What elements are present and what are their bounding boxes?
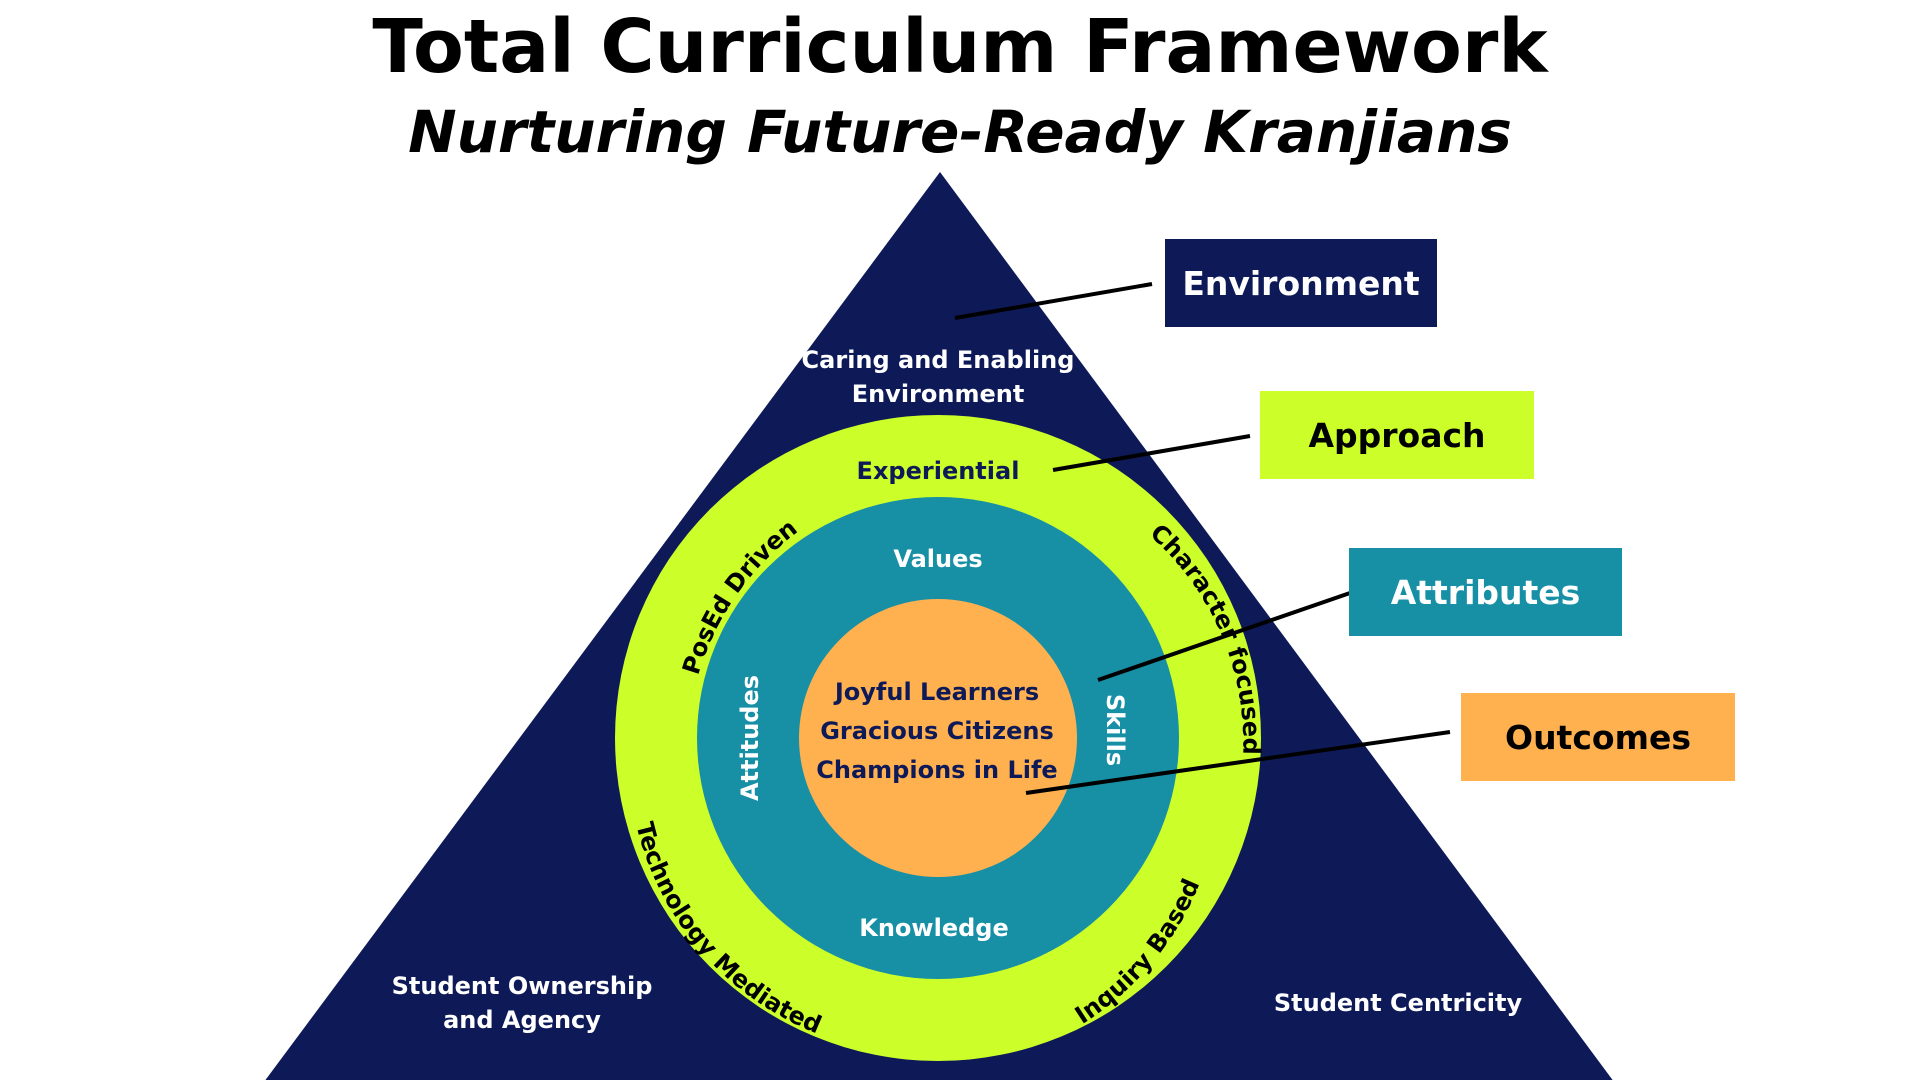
environment-top-label-line-2: Environment bbox=[852, 380, 1025, 408]
environment-left-label-line-2: and Agency bbox=[443, 1006, 601, 1034]
page-title: Total Curriculum Framework bbox=[372, 4, 1548, 90]
outcomes-core bbox=[799, 599, 1077, 877]
page-subtitle: Nurturing Future-Ready Kranjians bbox=[408, 98, 1512, 166]
approach-top-label: Experiential bbox=[857, 457, 1020, 485]
attributes-connector bbox=[1097, 591, 1351, 682]
environment-right-label: Student Centricity bbox=[1274, 989, 1523, 1017]
environment-connector bbox=[954, 282, 1153, 320]
legend-attributes: Attributes bbox=[1349, 548, 1622, 636]
attributes-right-label: Skills bbox=[1101, 694, 1129, 766]
outcome-line-2: Gracious Citizens bbox=[820, 717, 1054, 745]
approach-connector bbox=[1052, 434, 1251, 472]
outcome-line-1: Joyful Learners bbox=[833, 678, 1039, 706]
environment-top-label-line-1: Caring and Enabling bbox=[802, 346, 1075, 374]
outcome-line-3: Champions in Life bbox=[816, 756, 1057, 784]
legend-approach: Approach bbox=[1260, 391, 1534, 479]
environment-left-label-line-1: Student Ownership bbox=[392, 972, 653, 1000]
attributes-left-label: Attitudes bbox=[736, 675, 764, 801]
attributes-bottom-label: Knowledge bbox=[859, 914, 1008, 942]
attributes-top-label: Values bbox=[893, 545, 982, 573]
legend-environment: Environment bbox=[1165, 239, 1437, 327]
legend-outcomes: Outcomes bbox=[1461, 693, 1735, 781]
outcomes-connector bbox=[1025, 730, 1451, 795]
